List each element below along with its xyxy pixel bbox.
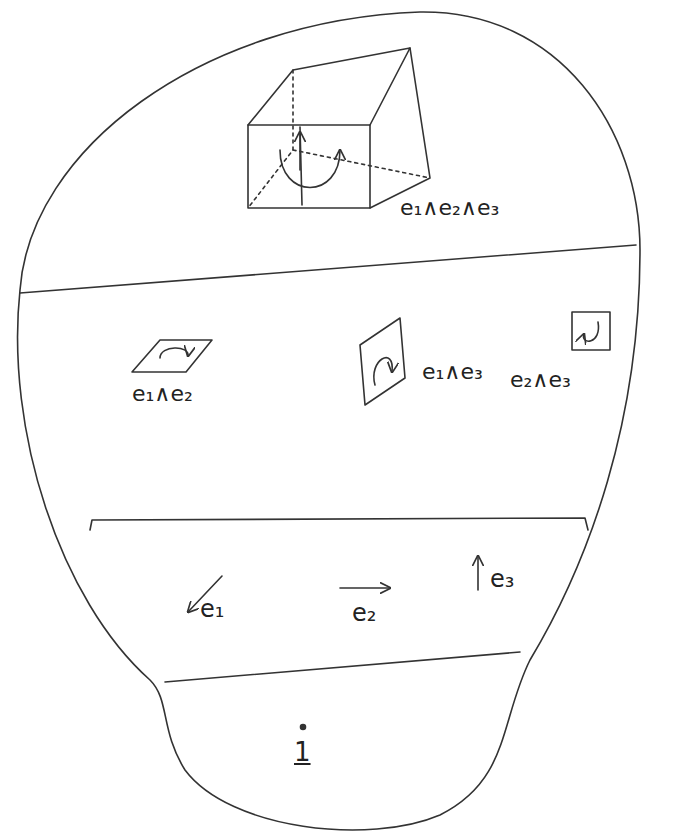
- basis-label: e₁∧e₂: [132, 382, 193, 406]
- scalar-label: 1: [294, 738, 311, 767]
- blob-outline: [18, 12, 640, 830]
- divider-line: [20, 245, 636, 293]
- scalar-dot: [301, 725, 306, 730]
- bivector-symbol: [360, 318, 405, 405]
- bivector-symbol: [132, 340, 212, 372]
- vector-arrow: [340, 587, 390, 589]
- basis-label: e₁: [200, 596, 224, 622]
- basis-label: e₂: [352, 600, 376, 626]
- basis-label: e₁∧e₃: [422, 360, 483, 384]
- basis-label: e₃: [490, 566, 514, 592]
- bivector-symbol: [572, 312, 610, 350]
- vector-arrow: [477, 556, 479, 590]
- divider-line: [90, 518, 588, 530]
- basis-label: e₂∧e₃: [510, 368, 571, 392]
- cube-symbol: [248, 48, 430, 208]
- basis-label: e₁∧e₂∧e₃: [400, 196, 499, 220]
- divider-line: [165, 652, 520, 682]
